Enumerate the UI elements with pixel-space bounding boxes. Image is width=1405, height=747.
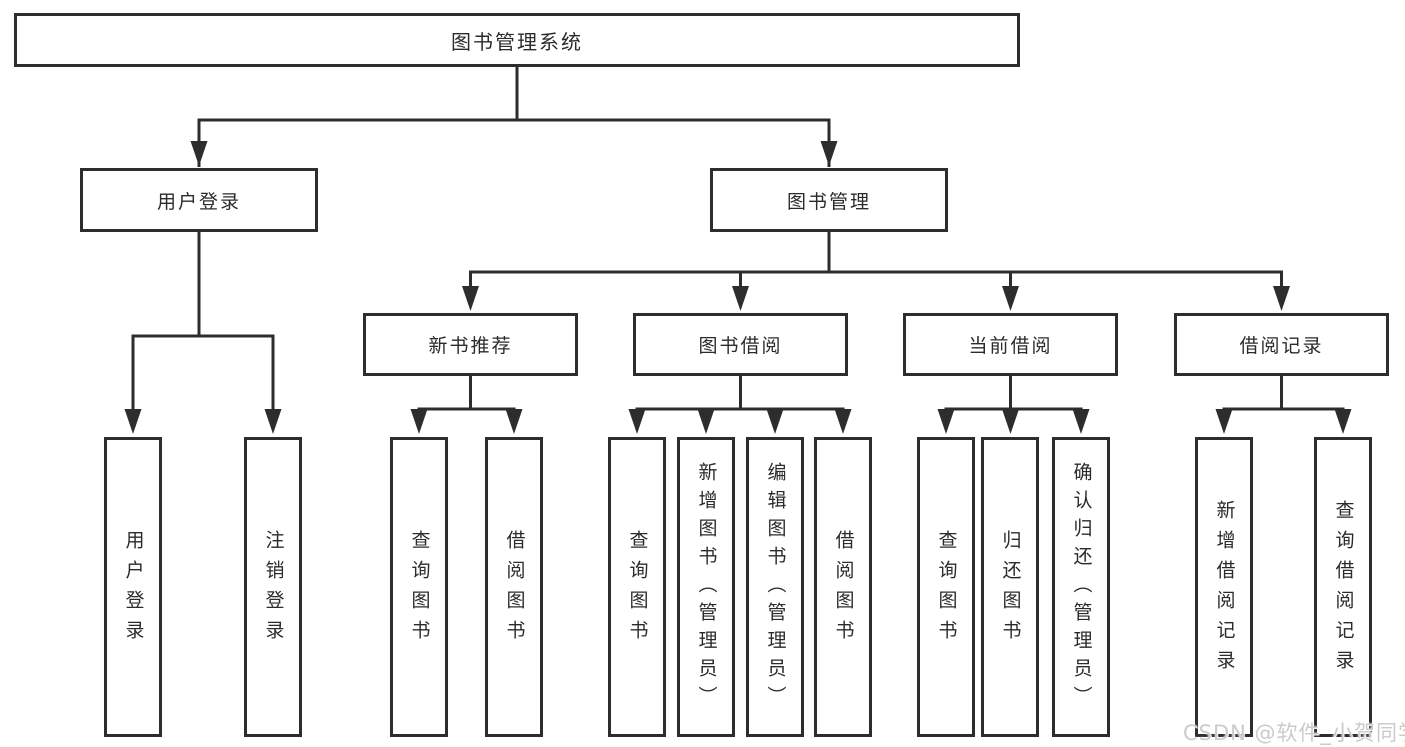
leaf-query-books-recommend: 查询图书	[390, 437, 448, 737]
leaf-query-borrow-record: 查询借阅记录	[1314, 437, 1372, 737]
leaf-borrow-books: 借阅图书	[814, 437, 872, 737]
leaf-logout: 注销登录	[244, 437, 302, 737]
node-book-borrowing: 图书借阅	[633, 313, 848, 376]
leaf-query-books-current: 查询图书	[917, 437, 975, 737]
leaf-user-login: 用户登录	[104, 437, 162, 737]
arrowheads	[124, 141, 1352, 434]
leaf-confirm-return-admin: 确认归还（管理员）	[1052, 437, 1110, 737]
node-library-management-system: 图书管理系统	[14, 13, 1020, 67]
leaf-return-books: 归还图书	[981, 437, 1039, 737]
node-new-book-recommend: 新书推荐	[363, 313, 578, 376]
node-user-login-module: 用户登录	[80, 168, 318, 232]
leaf-borrow-books-recommend: 借阅图书	[485, 437, 543, 737]
node-borrowing-records: 借阅记录	[1174, 313, 1389, 376]
csdn-watermark: CSDN @软件_小贺同学	[1183, 721, 1405, 745]
node-current-borrowing: 当前借阅	[903, 313, 1118, 376]
node-book-management-module: 图书管理	[710, 168, 948, 232]
leaf-edit-books-admin: 编辑图书（管理员）	[746, 437, 804, 737]
leaf-query-books-borrow: 查询图书	[608, 437, 666, 737]
leaf-add-borrow-record: 新增借阅记录	[1195, 437, 1253, 737]
leaf-add-books-admin: 新增图书（管理员）	[677, 437, 735, 737]
